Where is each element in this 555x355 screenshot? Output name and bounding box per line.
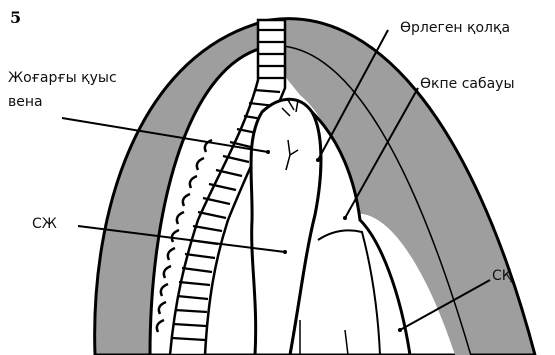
figure-number: 5 [10, 8, 21, 27]
label-svc-line2: вена [8, 92, 43, 112]
label-ascending-aorta: Өрлеген қолқа [400, 18, 510, 38]
label-svc-line1: Жоғарғы қуыс [8, 68, 117, 88]
label-left-ventricle: СҚ [492, 266, 512, 286]
label-pulmonary-trunk: Өкпе сабауы [420, 74, 515, 94]
label-right-atrium: СЖ [32, 214, 57, 234]
